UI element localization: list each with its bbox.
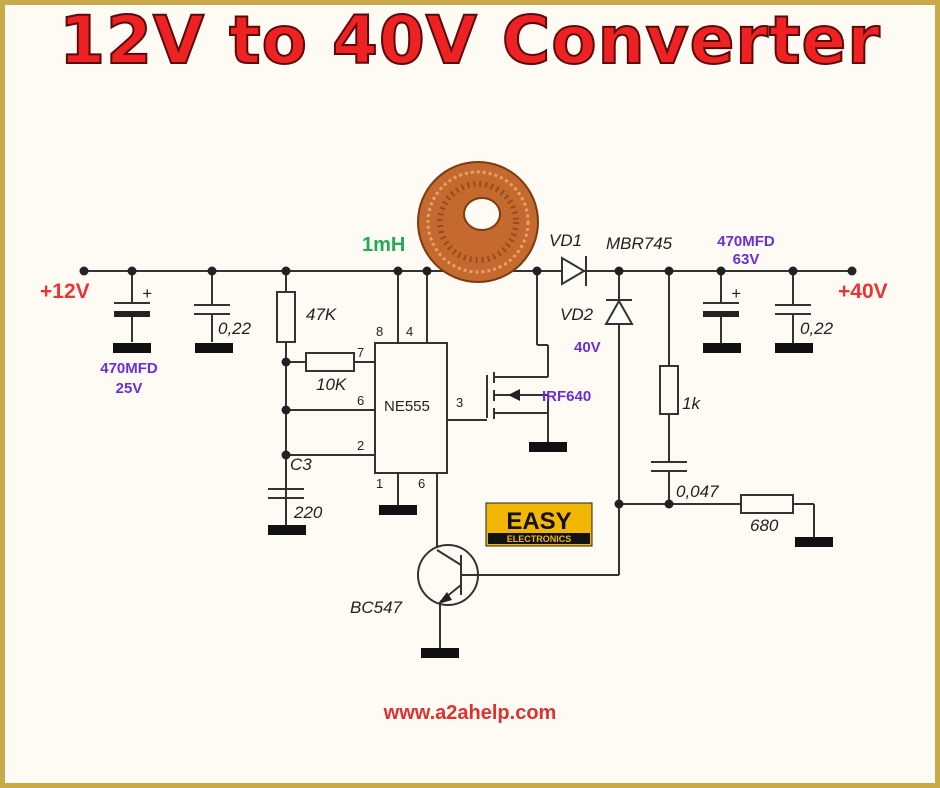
mosfet-irf640 [486, 344, 567, 452]
ne555-chip [374, 342, 448, 474]
output-terminal-label: +40V [838, 280, 888, 303]
input-ceramic-capacitor [194, 271, 233, 353]
output-cap-value: 470MFD [717, 233, 775, 250]
input-terminal-label: +12V [40, 280, 90, 303]
pin-7-label: 7 [357, 345, 364, 360]
website-link[interactable]: www.a2ahelp.com [383, 702, 557, 724]
pin-8-label: 8 [376, 324, 383, 339]
input-cap-value: 470MFD [100, 360, 158, 377]
resistor-1k [651, 271, 687, 504]
pin-4-label: 4 [406, 324, 413, 339]
output-electrolytic-capacitor [703, 271, 741, 353]
vd1-part-label: MBR745 [606, 234, 673, 253]
diode-vd2 [604, 271, 634, 575]
output-ceramic-capacitor [775, 271, 813, 353]
resistor-10k-label: 10K [316, 375, 347, 394]
resistor-47k-label: 47K [306, 305, 337, 324]
svg-text:EASY: EASY [506, 508, 571, 535]
svg-text:ELECTRONICS: ELECTRONICS [507, 534, 572, 544]
resistor-1k-label: 1k [682, 394, 701, 413]
junction-dots [79, 266, 857, 509]
pin-2-label: 2 [357, 438, 364, 453]
ic-name-label: NE555 [384, 398, 430, 415]
resistor-680 [740, 494, 833, 547]
inductor-value-label: 1mH [362, 234, 405, 256]
output-cap-polarity: + [731, 284, 741, 303]
vd1-label: VD1 [549, 231, 582, 250]
bjt-label: BC547 [350, 598, 403, 617]
c3-name-label: C3 [290, 455, 312, 474]
vd2-rating-label: 40V [574, 339, 601, 356]
pin-6b-label: 6 [418, 476, 425, 491]
snubber-cap-label: 0,047 [676, 482, 719, 501]
c3-value-label: 220 [293, 503, 323, 522]
input-ceramic-label: 0,22 [218, 319, 252, 338]
capacitor-c3 [268, 488, 306, 535]
page-title: 12V to 40V Converter [58, 1, 881, 80]
input-cap-voltage: 25V [116, 380, 143, 397]
pin-1-label: 1 [376, 476, 383, 491]
bjt-bc547 [417, 544, 619, 658]
resistor-680-label: 680 [750, 516, 779, 535]
output-cap-voltage: 63V [733, 251, 760, 268]
toroid-inductor-image [417, 161, 539, 283]
mosfet-label: IRF640 [542, 388, 591, 405]
easy-electronics-logo: EASY ELECTRONICS [485, 502, 593, 547]
input-cap-polarity: + [142, 284, 152, 303]
diode-vd1 [561, 256, 587, 286]
pin-3-label: 3 [456, 395, 463, 410]
vd2-label: VD2 [560, 305, 594, 324]
input-electrolytic-capacitor [113, 271, 151, 353]
output-ceramic-label: 0,22 [800, 319, 834, 338]
pin-6-label: 6 [357, 393, 364, 408]
